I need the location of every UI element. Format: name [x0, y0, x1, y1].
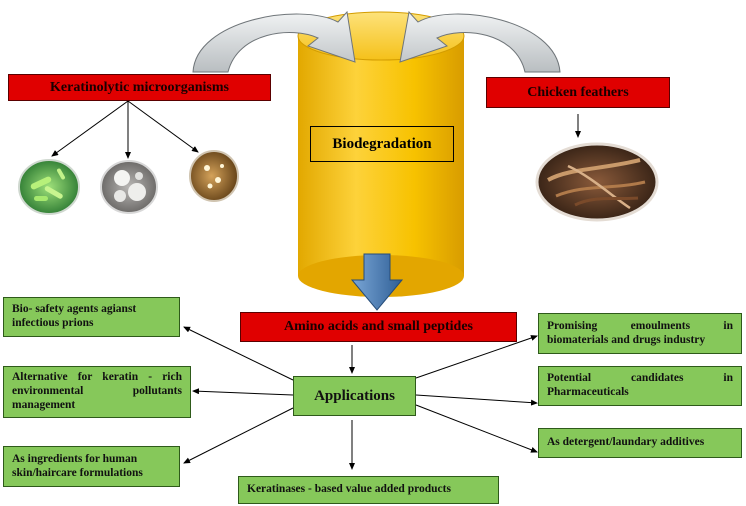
- detergent-box: As detergent/laundary additives: [538, 428, 742, 458]
- curved-arrow-right: [399, 10, 561, 73]
- alternative-label: Alternative for keratin - rich environme…: [12, 371, 182, 411]
- keratinases-label: Keratinases - based value added products: [247, 483, 451, 496]
- skincare-label: As ingredients for human skin/haircare f…: [12, 452, 143, 479]
- connector-lines: [51, 100, 581, 470]
- applications-label: Applications: [314, 388, 395, 404]
- down-arrow: [350, 253, 404, 311]
- pharmaceuticals-box: Potential candidates in Pharmaceuticals: [538, 366, 742, 406]
- curved-arrow-left: [192, 10, 356, 73]
- skincare-box: As ingredients for human skin/haircare f…: [3, 446, 180, 487]
- products-label: Amino acids and small peptides: [283, 319, 474, 334]
- biodegradation-box: Biodegradation: [310, 126, 454, 162]
- bacteria-photo-icon: [18, 159, 80, 215]
- microorganisms-box: Keratinolytic microorganisms: [8, 74, 271, 101]
- pharmaceuticals-label: Potential candidates in Pharmaceuticals: [547, 372, 733, 398]
- petri-dish-photo-icon: [189, 150, 239, 202]
- applications-box: Applications: [293, 376, 416, 416]
- alternative-box: Alternative for keratin - rich environme…: [3, 366, 191, 418]
- colony-plate-photo-icon: [100, 160, 158, 214]
- emoulments-label: Promising emoulments in biomaterials and…: [547, 319, 733, 346]
- microorganisms-label: Keratinolytic microorganisms: [50, 79, 229, 95]
- feathers-label: Chicken feathers: [527, 84, 629, 100]
- products-box: Amino acids and small peptides: [240, 312, 517, 342]
- feathers-photo-icon: [535, 142, 659, 222]
- bio-safety-label: Bio- safety agents agianst infectious pr…: [12, 303, 137, 329]
- detergent-label: As detergent/laundary additives: [547, 436, 705, 449]
- feathers-box: Chicken feathers: [486, 77, 670, 108]
- keratinases-box: Keratinases - based value added products: [238, 476, 499, 504]
- emoulments-box: Promising emoulments in biomaterials and…: [538, 313, 742, 354]
- bio-safety-box: Bio- safety agents agianst infectious pr…: [3, 297, 180, 337]
- biodegradation-label: Biodegradation: [332, 135, 432, 152]
